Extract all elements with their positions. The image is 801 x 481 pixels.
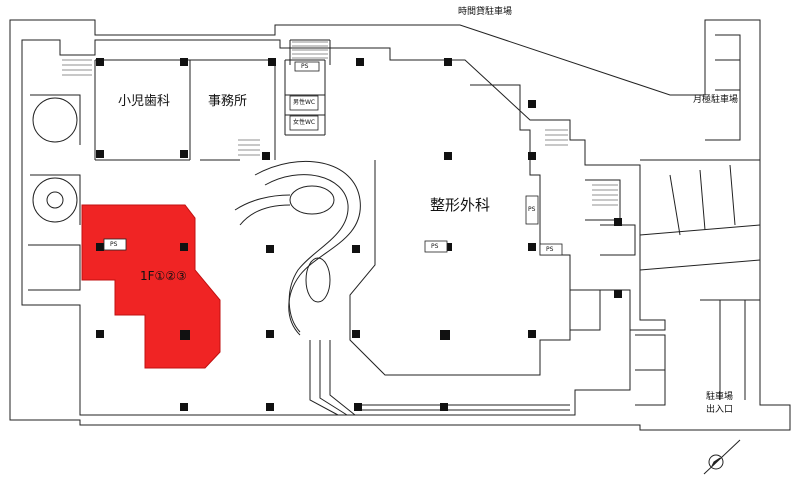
ps-label-ortho: PS [431,243,439,250]
highlighted-unit-area [81,204,221,369]
monthly-parking-label: 月極駐車場 [693,95,739,105]
structural-columns [96,58,622,411]
north-arrow-icon [703,439,741,475]
ps-label-top: PS [301,63,309,70]
ps-label-side: PS [528,206,536,213]
parking-entrance-label-1: 駐車場 [706,392,734,402]
building-outline [21,39,666,416]
orthopedics-label: 整形外科 [430,196,491,214]
ps-label-right: PS [546,246,554,253]
men-wc-label: 男性WC [293,99,316,106]
office-label: 事務所 [208,94,248,109]
ps-label-unit: PS [110,241,118,248]
women-wc-label: 女性WC [293,119,316,126]
hourly-parking-label: 時間貸駐車場 [458,7,513,17]
pediatric-dental-label: 小児歯科 [118,94,171,109]
parking-entrance-label-2: 出入口 [706,405,734,415]
highlighted-unit-label[interactable]: 1F①②③ [140,269,187,283]
